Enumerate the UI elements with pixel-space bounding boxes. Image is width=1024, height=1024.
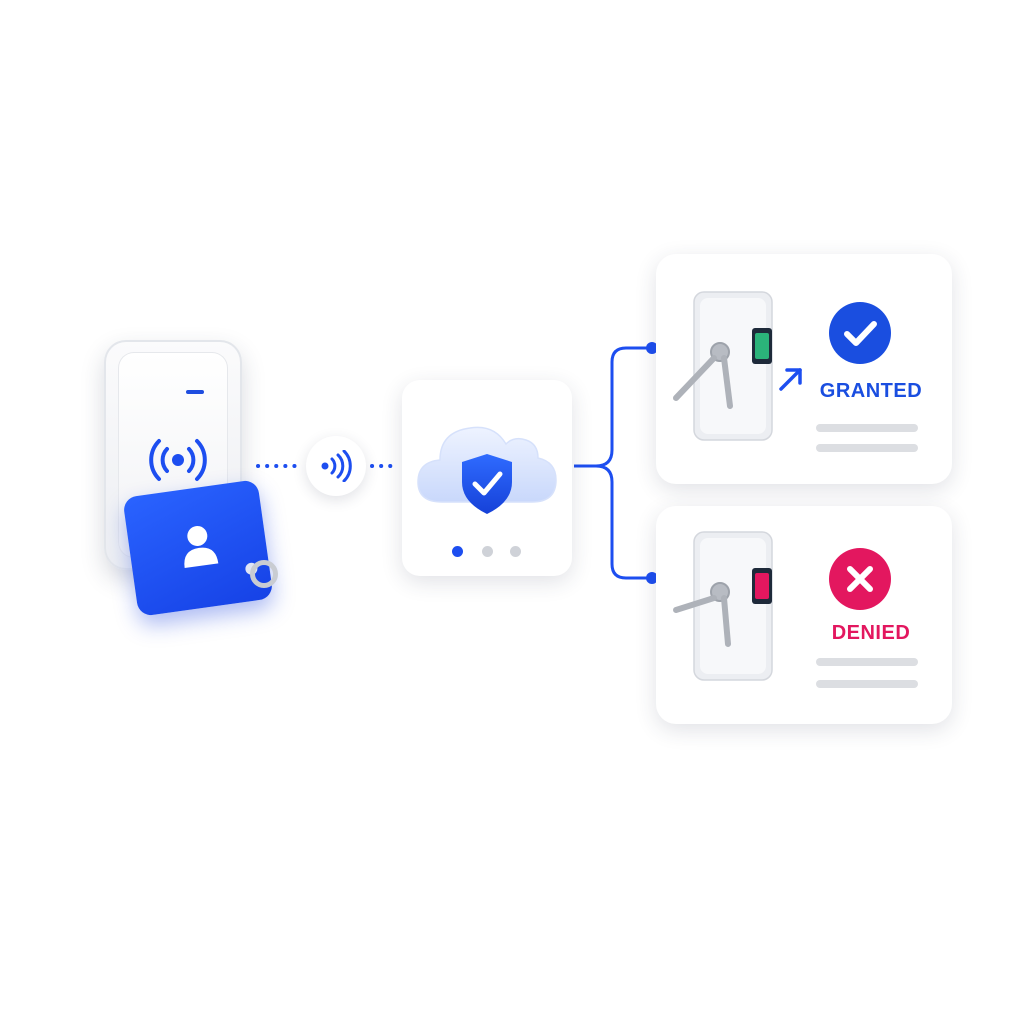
arrow-up-right-icon <box>779 368 802 391</box>
rfid-signal-icon <box>149 439 207 481</box>
red-display-icon <box>755 573 769 599</box>
green-display-icon <box>755 333 769 359</box>
placeholder-line-1 <box>816 424 918 432</box>
branch-line <box>574 346 652 580</box>
turnstile-icon <box>673 291 773 441</box>
branch-node-bottom <box>646 572 658 584</box>
result-card-denied: DENIED <box>656 506 952 724</box>
branch-node-top <box>646 342 658 354</box>
placeholder-line-2 <box>816 680 918 688</box>
nfc-wave-icon <box>321 450 352 482</box>
access-card[interactable] <box>122 479 274 617</box>
x-circle-icon <box>829 548 891 610</box>
keyring <box>250 560 278 588</box>
user-icon <box>184 525 219 569</box>
reader-led <box>186 390 204 394</box>
status-label-denied: DENIED <box>831 622 911 644</box>
result-card-granted: GRANTED <box>656 254 952 484</box>
turnstile-icon <box>673 531 773 681</box>
check-circle-icon <box>829 302 891 364</box>
placeholder-line-1 <box>816 658 918 666</box>
status-label-granted: GRANTED <box>819 380 923 402</box>
progress-dot-3 <box>510 546 521 557</box>
cloud-shield-check-icon <box>417 426 557 514</box>
placeholder-line-2 <box>816 444 918 452</box>
progress-dot-1 <box>452 546 463 557</box>
cloud-verification-panel <box>402 380 572 576</box>
signal-bubble <box>306 436 366 496</box>
progress-dot-2 <box>482 546 493 557</box>
